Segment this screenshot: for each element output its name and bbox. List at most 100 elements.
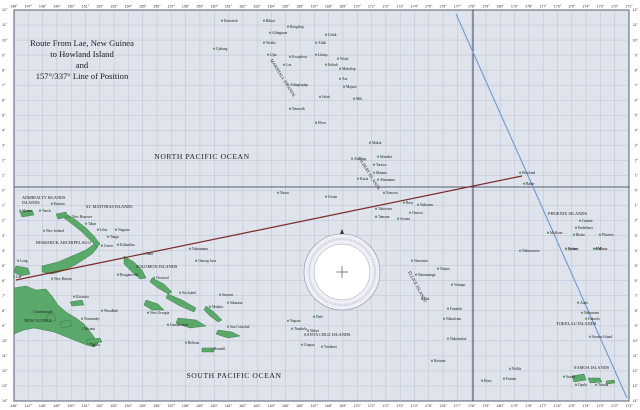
- place-label-kilinailau: Kilinailau: [120, 243, 135, 247]
- place-label-marakei: Marakei: [380, 155, 392, 159]
- longitude-tick-label: 160°: [211, 5, 219, 9]
- place-label-nauru: Nauru: [280, 191, 289, 195]
- tagula-shape: [85, 337, 103, 345]
- longitude-tick-label: 150°: [67, 404, 75, 408]
- longitude-tick-label: 149°: [53, 404, 61, 408]
- islet-ebon: [314, 121, 318, 124]
- place-label-erikub: Erikub: [328, 63, 338, 67]
- islet-new-hanover: [68, 215, 72, 218]
- place-label-rongelap: Rongelap: [290, 25, 304, 29]
- longitude-tick-label: 177°: [539, 404, 547, 408]
- islet-maloelap: [338, 67, 342, 70]
- longitude-tick-label: 176°: [439, 5, 447, 9]
- samoa-islands-label: SAMOA ISLANDS: [574, 365, 610, 370]
- latitude-tick-label: 11°: [633, 23, 639, 27]
- longitude-tick-label: 166°: [296, 5, 304, 9]
- islet-tagula: [86, 343, 90, 346]
- place-label-stewart: Stewart: [222, 293, 233, 297]
- longitude-tick-label: 162°: [239, 5, 247, 9]
- place-label-tagula: Tagula: [90, 343, 100, 347]
- latitude-tick-label: 8°: [2, 68, 6, 72]
- latitude-tick-label: 6°: [635, 279, 639, 283]
- place-label-manra: Manra: [598, 247, 608, 251]
- place-label-green: Green: [104, 244, 113, 248]
- san-cristobal-shape: [215, 329, 241, 339]
- latitude-tick-label: 5°: [635, 113, 639, 117]
- latitude-tick-label: 1°: [635, 174, 639, 178]
- place-label-phoenix-is: Phoenix: [602, 233, 614, 237]
- place-label-bikini: Bikini: [266, 19, 275, 23]
- longitude-tick-label: 179°: [482, 404, 490, 408]
- islet-tabiteuea: [374, 207, 378, 210]
- place-label-orona: Orona: [568, 247, 577, 251]
- islet-wallis: [508, 367, 512, 370]
- islet-funafuti: [446, 307, 450, 310]
- latitude-tick-label: 4°: [2, 249, 6, 253]
- islet-bellona: [184, 341, 188, 344]
- santa-cruz-label: SANTA CRUZ ISLANDS: [304, 332, 351, 337]
- place-label-howland: Howland: [522, 171, 535, 175]
- longitude-tick-label: 174°: [411, 404, 419, 408]
- islet-nukulaelae: [446, 337, 450, 340]
- place-label-hull: Hull: [596, 247, 602, 251]
- longitude-ticks-top: 146°147°148°149°150°151°152°153°154°155°…: [10, 5, 633, 9]
- place-label-arorae: Arorae: [400, 217, 410, 221]
- islet-rongelap: [286, 25, 290, 28]
- islet-vanikoro: [320, 345, 324, 348]
- islet-eniwetok: [220, 19, 224, 22]
- longitude-tick-label: 165°: [282, 5, 290, 9]
- longitude-tick-label: 158°: [182, 404, 190, 408]
- long-island-shape: [13, 265, 31, 277]
- longitude-tick-label: 179°: [511, 404, 519, 408]
- new-guinea-label: NEW GUINEA: [24, 318, 53, 323]
- latitude-tick-label: 12°: [633, 369, 639, 373]
- manus-shape: [19, 209, 35, 218]
- islet-new-georgia: [146, 311, 150, 314]
- place-label-kiriwina: Kiriwina: [76, 295, 89, 299]
- place-label-eniwetok: Eniwetok: [224, 19, 238, 23]
- longitude-tick-label: 169°: [339, 404, 347, 408]
- place-label-ontong-java: Ontong Java: [198, 259, 216, 263]
- latitude-tick-label: 12°: [2, 369, 8, 373]
- latitude-tick-label: 4°: [2, 129, 6, 133]
- islet-san-cristobal: [226, 325, 230, 328]
- place-label-sta-isabel: Sta Isabel: [182, 291, 196, 295]
- longitude-tick-label: 172°: [611, 404, 619, 408]
- place-label-ndeni: Ndeni: [310, 329, 319, 333]
- longitude-tick-label: 168°: [325, 5, 333, 9]
- longitude-tick-label: 163°: [253, 5, 261, 9]
- islet-fakaofo: [584, 317, 588, 320]
- islet-maiana: [372, 171, 376, 174]
- latitude-tick-label: 0°: [635, 189, 639, 193]
- new-georgia-shape: [143, 299, 165, 311]
- islet-ndeni: [306, 329, 310, 332]
- place-label-onotoa: Onotoa: [412, 211, 423, 215]
- latitude-tick-label: 11°: [633, 354, 639, 358]
- longitude-tick-label: 179°: [482, 5, 490, 9]
- place-label-makin: Makin: [372, 141, 382, 145]
- longitude-tick-label: 172°: [611, 5, 619, 9]
- longitude-tick-label: 175°: [568, 5, 576, 9]
- islet-niutao: [436, 267, 440, 270]
- latitude-tick-label: 14°: [2, 399, 8, 403]
- latitude-tick-label: 5°: [2, 264, 6, 268]
- longitude-tick-label: 161°: [225, 404, 233, 408]
- normanby-shape: [59, 319, 73, 329]
- longitude-tick-label: 157°: [168, 5, 176, 9]
- place-label-kuria: Kuria: [360, 177, 369, 181]
- latitude-tick-label: 2°: [635, 219, 639, 223]
- latitude-tick-label: 12°: [633, 8, 639, 12]
- islet-enderbury: [574, 226, 578, 229]
- place-label-bellona: Bellona: [188, 341, 200, 345]
- place-label-aur: Aur: [342, 77, 348, 81]
- latitude-tick-label: 2°: [2, 219, 6, 223]
- place-labels: EniwetokUjelangBikiniRongelapAilinginaeW…: [16, 19, 614, 387]
- longitude-tick-label: 146°: [10, 404, 18, 408]
- place-label-baker: Baker: [526, 182, 535, 186]
- latitude-tick-label: 5°: [635, 264, 639, 268]
- longitude-tick-label: 173°: [597, 5, 605, 9]
- islet-manra: [594, 247, 598, 250]
- latitude-tick-label: 2°: [2, 159, 6, 163]
- longitude-tick-label: 170°: [354, 5, 362, 9]
- place-label-vaitupu: Vaitupu: [454, 283, 465, 287]
